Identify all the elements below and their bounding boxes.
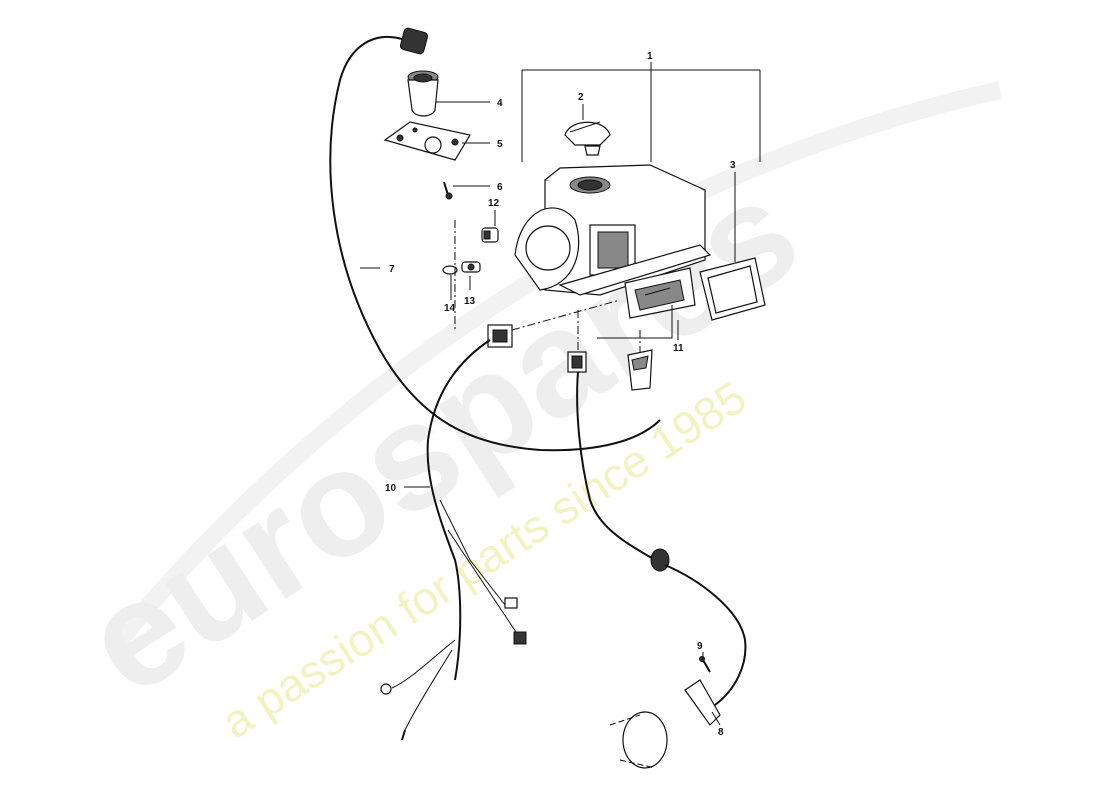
label-part-3: 3 xyxy=(730,160,736,171)
watermark: eurospares a passion for parts since 198… xyxy=(56,81,1002,748)
part-4-sleeve xyxy=(407,70,439,117)
part-2-cap xyxy=(564,121,611,156)
harness-part-10 xyxy=(380,324,527,741)
label-part-12: 12 xyxy=(488,198,500,209)
part-6-screw xyxy=(443,181,453,200)
part-13-socket xyxy=(461,261,481,273)
assembly-bracket-part-1 xyxy=(521,62,761,162)
label-part-9: 9 xyxy=(697,641,703,652)
part-12-holder xyxy=(481,227,499,243)
harness-terminal-2 xyxy=(513,631,527,645)
harness-ring-terminal xyxy=(380,683,392,695)
sensor-cable-part-8 xyxy=(567,351,747,769)
label-part-14: 14 xyxy=(444,303,456,314)
label-part-10: 10 xyxy=(385,483,397,494)
cable-part-7 xyxy=(329,27,661,452)
label-part-8: 8 xyxy=(718,727,724,738)
label-part-4: 4 xyxy=(497,98,503,109)
connector-part-11 xyxy=(627,349,653,391)
alignment-lines xyxy=(454,220,641,360)
label-part-6: 6 xyxy=(497,182,503,193)
harness-terminal-1 xyxy=(504,597,518,609)
grommet xyxy=(650,548,670,572)
part-11-plate xyxy=(597,267,696,339)
cable-connector-top xyxy=(399,27,429,55)
part-3-cover xyxy=(699,257,766,321)
main-housing xyxy=(514,164,712,296)
part-labels: 1 2 3 4 5 6 7 8 9 10 11 12 13 14 xyxy=(385,51,736,738)
label-part-2: 2 xyxy=(578,92,584,103)
label-part-11: 11 xyxy=(673,343,684,354)
part-14-bulb xyxy=(442,265,458,275)
watermark-swoosh xyxy=(113,81,1002,646)
label-part-13: 13 xyxy=(464,296,476,307)
label-part-5: 5 xyxy=(497,139,503,150)
part-5-gasket xyxy=(383,121,471,161)
part-9-screw xyxy=(699,656,711,673)
leader-lines xyxy=(360,101,736,726)
label-part-7: 7 xyxy=(389,264,395,275)
label-part-1: 1 xyxy=(647,51,653,62)
